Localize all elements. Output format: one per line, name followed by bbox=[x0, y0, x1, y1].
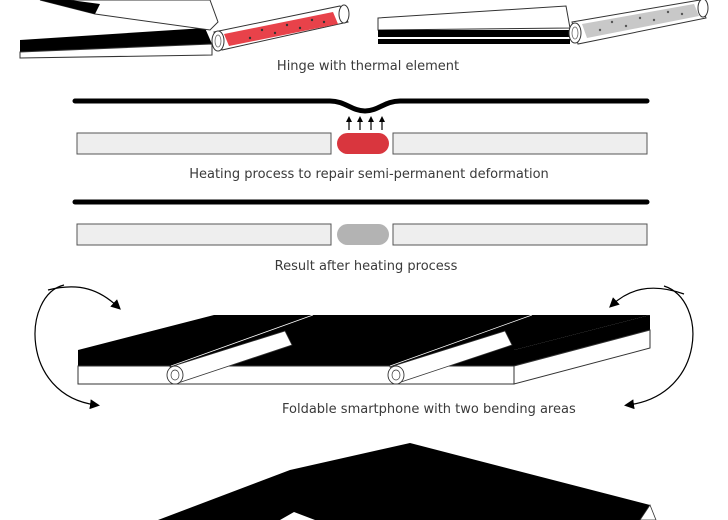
folded-device bbox=[158, 443, 656, 520]
caption-hinge: Hinge with thermal element bbox=[277, 59, 459, 74]
hinge-closed-black-band bbox=[378, 30, 570, 37]
caption-result: Result after heating process bbox=[275, 259, 458, 274]
hinge-tube-heated bbox=[212, 5, 349, 51]
caption-heating-process: Heating process to repair semi-permanent… bbox=[189, 167, 549, 182]
slab-left-result bbox=[77, 224, 331, 245]
hinge-open-heated bbox=[20, 0, 349, 58]
heater-cold bbox=[337, 224, 389, 245]
result-stage bbox=[75, 202, 647, 245]
heater-hot bbox=[337, 133, 389, 154]
slab-right bbox=[393, 133, 647, 154]
fold-arrow-left-top-icon bbox=[48, 287, 118, 307]
fold-arrow-left-icon bbox=[35, 285, 96, 405]
folded-device-top bbox=[158, 443, 650, 520]
hinge-tube-cold bbox=[569, 0, 708, 44]
foldable-smartphone bbox=[35, 285, 693, 405]
deformed-display-line bbox=[75, 101, 647, 111]
caption-foldable-smartphone: Foldable smartphone with two bending are… bbox=[282, 402, 576, 417]
heating-process-stage bbox=[75, 101, 647, 154]
slab-left bbox=[77, 133, 331, 154]
hinge-closed-cold bbox=[378, 0, 708, 44]
slab-right-result bbox=[393, 224, 647, 245]
fold-arrow-right-top-icon bbox=[612, 288, 684, 305]
hinge-closed-top-panel bbox=[378, 6, 570, 30]
phone-base-front bbox=[78, 366, 514, 384]
heat-arrows bbox=[349, 119, 382, 130]
